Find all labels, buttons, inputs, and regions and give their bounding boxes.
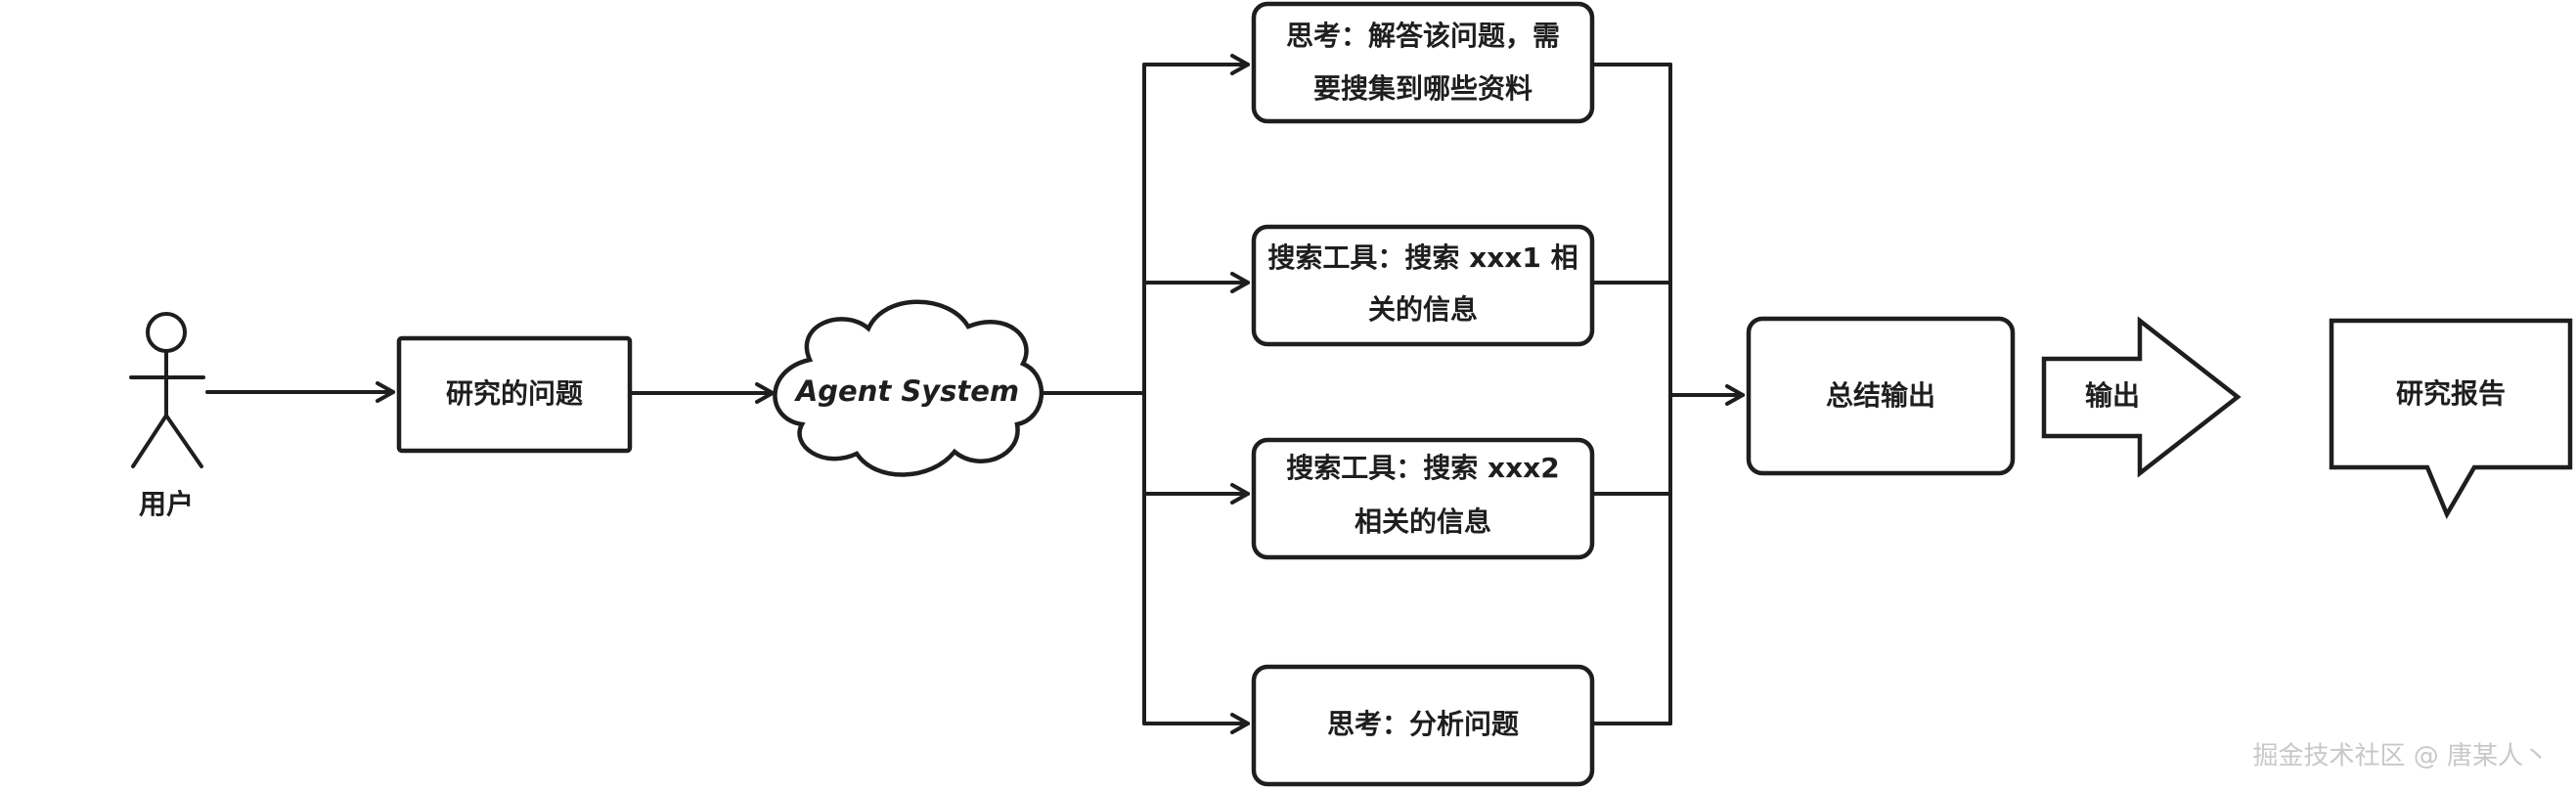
search-step-2-line2: 相关的信息 [1355, 505, 1491, 538]
arrowhead-question [376, 381, 395, 403]
output-arrow-label: 输出 [2085, 379, 2140, 412]
think-step-1-line2: 要搜集到哪些资料 [1313, 72, 1532, 105]
agent-system-cloud [773, 299, 1044, 477]
search-step-1-line2: 关的信息 [1368, 293, 1478, 326]
research-report-callout [2329, 318, 2573, 520]
actor-label: 用户 [139, 488, 194, 520]
summarize-box [1746, 316, 2016, 476]
search-step-2-line1: 搜索工具：搜索 xxx2 [1286, 452, 1559, 484]
actor-head [146, 312, 187, 353]
research-report-label: 研究报告 [2396, 377, 2506, 410]
search-step-2-box [1251, 437, 1595, 560]
think-step-1-box [1251, 1, 1595, 124]
user-actor [129, 312, 205, 468]
summarize-label: 总结输出 [1826, 379, 1935, 412]
actor-legs [131, 414, 203, 468]
arrowhead-think-1 [1230, 54, 1250, 75]
think-step-2-label: 思考：分析问题 [1327, 708, 1519, 740]
arrowhead-summary [1725, 384, 1745, 406]
arrowhead-agent [755, 382, 775, 404]
search-step-1-line1: 搜索工具：搜索 xxx1 相 [1267, 241, 1577, 274]
watermark-text: 掘金技术社区 @ 唐某人丶 [2252, 742, 2549, 771]
connectors [205, 54, 1745, 734]
think-step-2-box [1251, 664, 1595, 787]
arrowhead-search-2 [1230, 483, 1250, 505]
output-block-arrow [2041, 316, 2242, 478]
research-question-label: 研究的问题 [446, 377, 583, 410]
search-step-1-box [1251, 224, 1595, 347]
arrowhead-search-1 [1230, 272, 1250, 293]
think-step-1-line1: 思考：解答该问题，需 [1286, 20, 1560, 52]
arrowhead-think-2 [1230, 713, 1250, 734]
agent-system-label: Agent System [794, 374, 1019, 408]
research-question-box [396, 335, 633, 454]
